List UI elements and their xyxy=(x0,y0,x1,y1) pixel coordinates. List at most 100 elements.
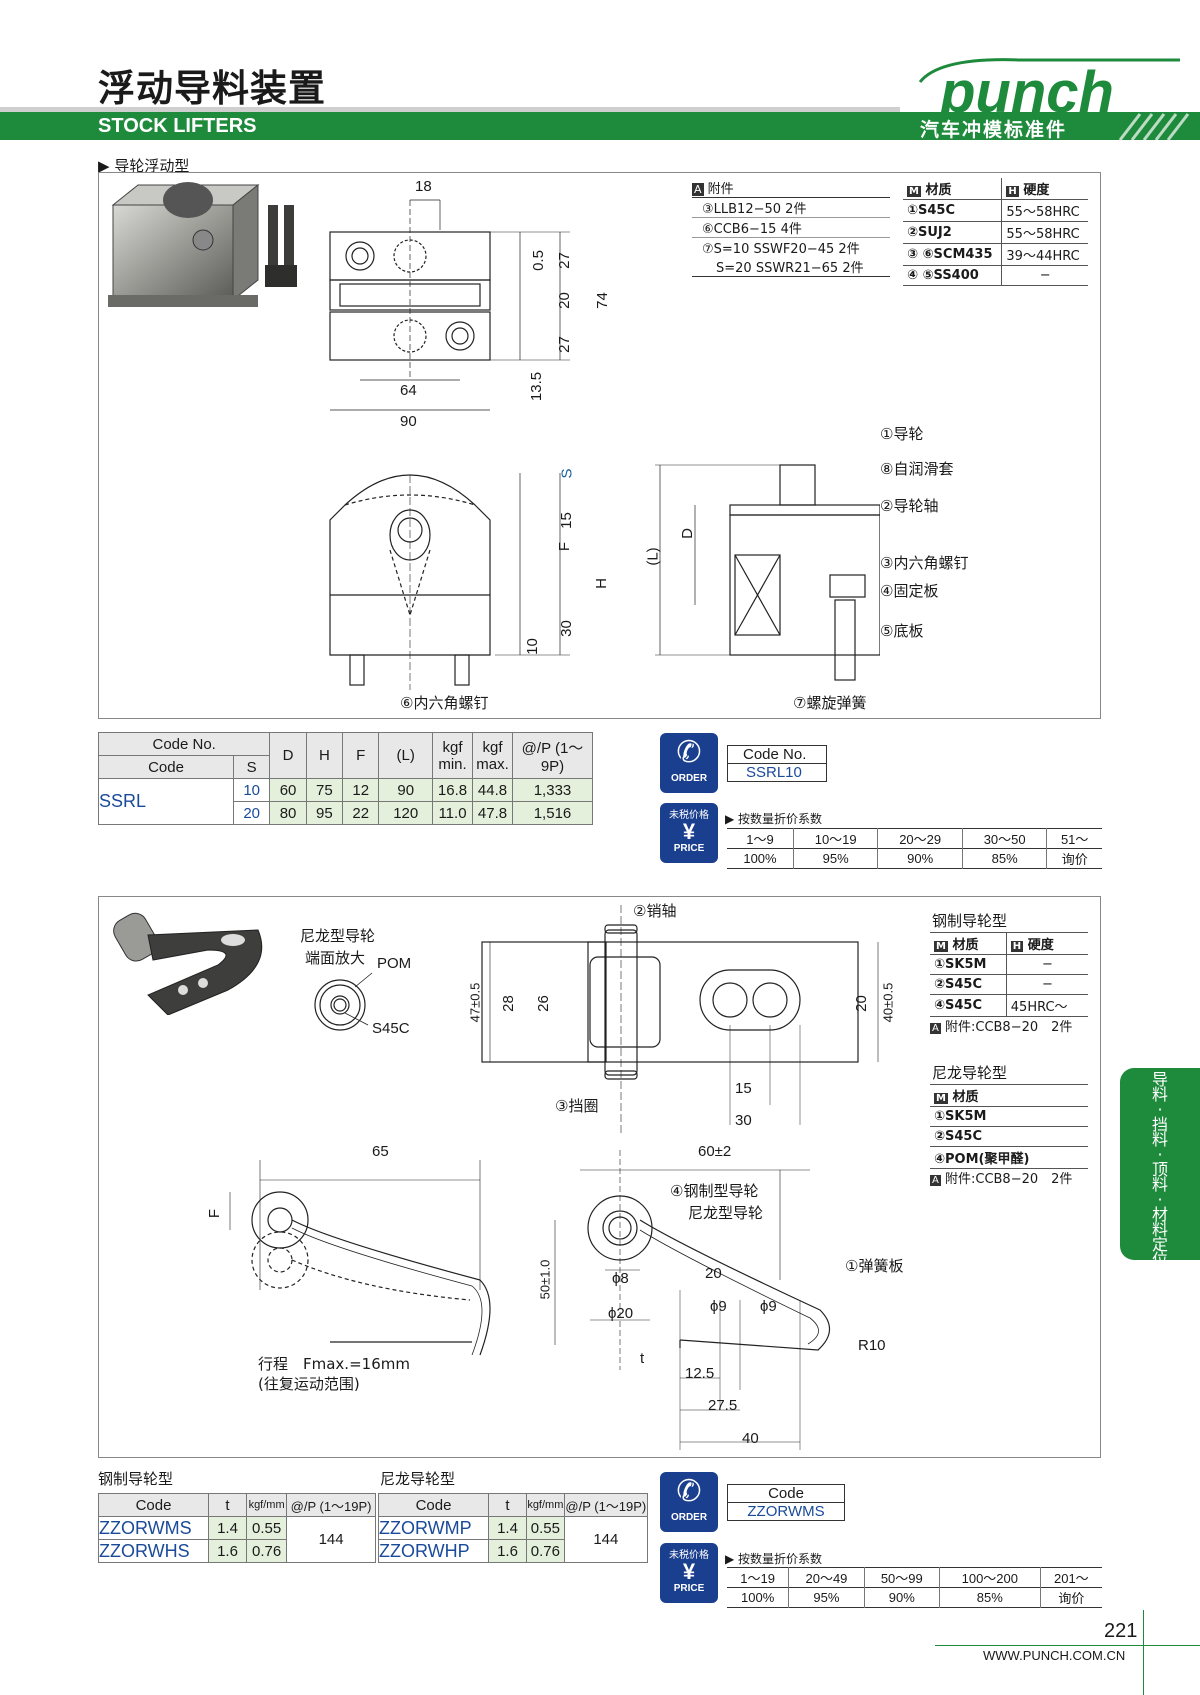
logo-subtitle: 汽车冲模标准件 xyxy=(920,119,1068,141)
side-category-tab[interactable]: 导料·挡料·顶料·材料定位零件 xyxy=(1120,1068,1200,1298)
callout-spring: ⑦螺旋弹簧 xyxy=(793,694,867,712)
steel-type-title: 钢制导轮型 xyxy=(932,912,1008,930)
order-code-value: ZZORWMS xyxy=(747,1503,825,1520)
dim-18: 18 xyxy=(415,178,432,195)
side-view-drawing xyxy=(650,455,881,690)
accessory-item: ⑦S=10 SSWF20−45 2件 xyxy=(702,242,860,257)
phone-icon: ✆ xyxy=(676,736,702,769)
dim-f: F xyxy=(556,541,574,552)
material-row: ①SK5M xyxy=(930,1106,1088,1127)
phone-icon: ✆ xyxy=(676,1475,702,1508)
material-row: ④ ⑤SS400− xyxy=(903,265,1088,286)
header-top-rule xyxy=(0,107,900,112)
steel-table-title: 钢制导轮型 xyxy=(98,1470,174,1488)
steel-accessory: A 附件:CCB8−20 2件 xyxy=(930,1020,1073,1035)
price-title: ▶ 按数量折价系数 xyxy=(725,812,823,826)
dim-20-side: 20 xyxy=(705,1265,722,1282)
spring-stroke-drawing xyxy=(210,1150,530,1360)
callout-screw-6: ⑥内六角螺钉 xyxy=(400,694,489,712)
page-number: 221 xyxy=(1104,1620,1138,1642)
nylon-detail-title: 尼龙型导轮 xyxy=(300,927,376,945)
spring-plate-photo xyxy=(108,905,278,1016)
header-subtitle: STOCK LIFTERS xyxy=(98,115,257,137)
dim-f-stroke: F xyxy=(206,1208,224,1219)
accessory-item: ③LLB12−50 2件 xyxy=(692,198,890,218)
dim-phi8: ϕ8 xyxy=(612,1270,629,1287)
dim-28: 28 xyxy=(499,995,517,1012)
stroke-note-sub: (往复运动范围) xyxy=(258,1375,360,1393)
dim-50: 50±1.0 xyxy=(537,1259,553,1300)
stroke-note: 行程 Fmax.=16mm xyxy=(258,1355,410,1373)
top-view-drawing xyxy=(320,180,620,430)
order-badge[interactable]: ✆ ORDER xyxy=(660,1472,718,1532)
yen-icon: ¥ xyxy=(682,1559,696,1584)
pom-label: POM xyxy=(377,955,412,972)
footer-vline xyxy=(1143,1610,1144,1695)
dim-30: 30 xyxy=(557,620,575,637)
order-code-value: SSRL10 xyxy=(746,764,802,781)
ssrl-spec-table: Code No. D H F (L) kgf min. kgf max. @/P… xyxy=(97,732,593,825)
nylon-detail-sub: 端面放大 xyxy=(305,949,366,967)
dim-15-plate: 15 xyxy=(735,1080,752,1097)
material-row: ①SK5M− xyxy=(930,954,1088,975)
dim-12-5: 12.5 xyxy=(685,1365,715,1382)
spring-plate-top-view xyxy=(470,905,910,1135)
front-view-drawing xyxy=(320,455,580,690)
dim-10: 10 xyxy=(523,638,541,655)
accessories-box: A 附件 ③LLB12−50 2件 ⑥CCB6−15 4件 ⑦S=10 SSWF… xyxy=(692,178,890,277)
nylon-accessory: A 附件:CCB8−20 2件 xyxy=(930,1172,1073,1187)
dim-13-5: 13.5 xyxy=(528,371,546,402)
section1-subtitle: ▶ 导轮浮动型 xyxy=(98,157,190,175)
dim-20: 20 xyxy=(555,292,573,309)
dim-phi9-right: ϕ9 xyxy=(760,1298,777,1315)
dim-phi9-left: ϕ9 xyxy=(710,1298,727,1315)
callout-retaining-ring: ③挡圈 xyxy=(555,1097,599,1115)
dim-l: (L) xyxy=(644,547,662,566)
accessory-item: S=20 SSWR21−65 2件 xyxy=(692,257,890,277)
callout-bushing: ⑧自润滑套 xyxy=(880,460,954,478)
material-row: ④POM(聚甲醛) xyxy=(930,1146,1088,1169)
dim-d: D xyxy=(678,528,696,539)
yen-icon: ¥ xyxy=(682,819,696,844)
dim-15: 15 xyxy=(557,512,575,529)
price-badge: 未税价格 ¥ PRICE xyxy=(660,1543,718,1603)
footer-url[interactable]: WWW.PUNCH.COM.CN xyxy=(983,1648,1126,1663)
order-badge[interactable]: ✆ ORDER xyxy=(660,733,718,793)
callout-guide-wheel: ①导轮 xyxy=(880,425,924,443)
dim-40: 40±0.5 xyxy=(880,982,896,1023)
dim-0-5: 0.5 xyxy=(529,250,547,271)
spring-side-drawing xyxy=(540,1150,860,1450)
callout-fixing-plate: ④固定板 xyxy=(880,582,939,600)
dim-r10: R10 xyxy=(858,1337,886,1354)
price-title: ▶ 按数量折价系数 xyxy=(725,1552,823,1566)
callout-base-plate: ⑤底板 xyxy=(880,622,924,640)
nylon-type-title: 尼龙导轮型 xyxy=(932,1064,1008,1082)
page-title: 浮动导料装置 xyxy=(98,67,326,110)
nylon-detail-drawing xyxy=(300,965,420,1040)
nylon-material-table: M 材质 ①SK5M ②S45C ④POM(聚甲醛) xyxy=(930,1084,1088,1169)
order-code-box: Code No. SSRL10 xyxy=(727,745,827,782)
section2-frame xyxy=(98,896,1101,1458)
callout-axle: ②导轮轴 xyxy=(880,497,939,515)
dim-s: S xyxy=(558,468,576,479)
material-row: ②S45C− xyxy=(930,974,1088,995)
accessory-item: ⑥CCB6−15 4件 xyxy=(692,218,890,238)
section1-frame xyxy=(98,172,1101,719)
order-code-box: Code ZZORWMS xyxy=(727,1484,845,1521)
callout-pin: ②销轴 xyxy=(633,902,677,920)
callout-screw: ③内六角螺钉 xyxy=(880,554,969,572)
callout-spring-plate: ①弹簧板 xyxy=(845,1257,904,1275)
